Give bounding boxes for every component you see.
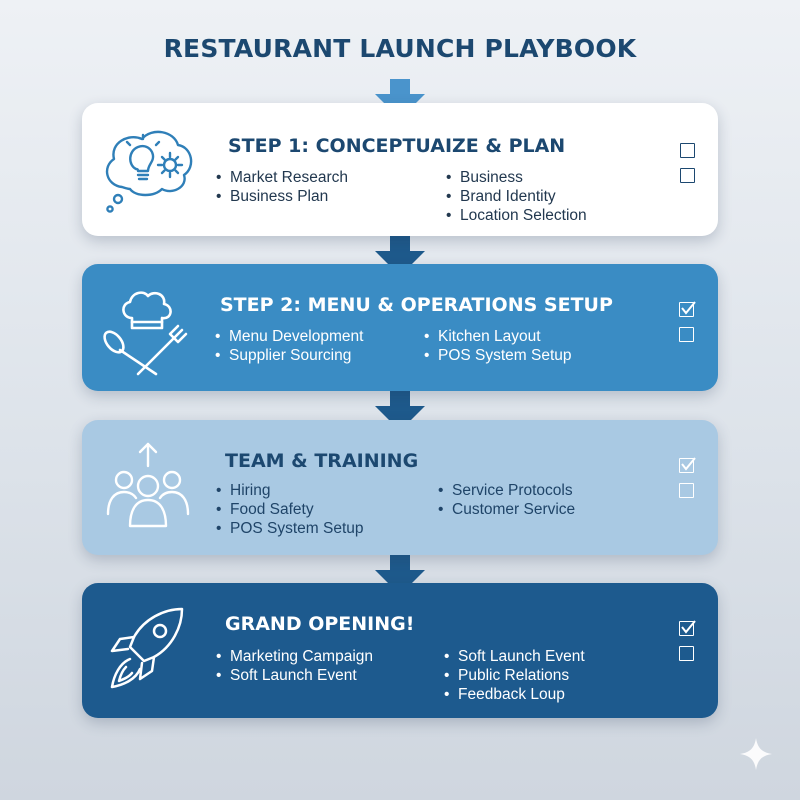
checkbox-checked[interactable] [679,457,696,473]
list-item: Location Selection [446,206,587,225]
step-items-left: Hiring Food Safety POS System Setup [216,481,364,538]
step-card-4: GRAND OPENING! Marketing Campaign Soft L… [82,583,718,718]
list-item: Feedback Loup [444,685,585,704]
checkbox-checked[interactable] [679,301,696,317]
list-item: Soft Launch Event [444,647,585,666]
step-items-right: Business Brand Identity Location Selecti… [446,168,587,225]
team-growth-icon [106,442,190,528]
list-item: Service Protocols [438,481,575,500]
sparkle-icon [740,738,772,770]
flow-arrow-icon [375,79,425,119]
step-heading: STEP 2: MENU & OPERATIONS SETUP [220,294,613,316]
list-item: Marketing Campaign [216,647,373,666]
list-item: Soft Launch Event [216,666,373,685]
list-item: POS System Setup [424,346,572,365]
step-heading: GRAND OPENING! [225,613,415,635]
step-heading: TEAM & TRAINING [225,450,419,472]
list-item: Customer Service [438,500,575,519]
chef-hat-utensils-icon [103,291,188,376]
checkbox-unchecked[interactable] [679,327,694,342]
step-card-1: STEP 1: CONCEPTUAIZE & PLAN Market Resea… [82,103,718,236]
step-items-right: Soft Launch Event Public Relations Feedb… [444,647,585,704]
rocket-icon [110,607,184,689]
step-items-left: Marketing Campaign Soft Launch Event [216,647,373,685]
list-item: Hiring [216,481,364,500]
list-item: Business [446,168,587,187]
checkbox-unchecked[interactable] [679,646,694,661]
step-heading: STEP 1: CONCEPTUAIZE & PLAN [228,135,566,157]
list-item: Menu Development [215,327,363,346]
list-item: Business Plan [216,187,348,206]
step-items-right: Service Protocols Customer Service [438,481,575,519]
list-item: POS System Setup [216,519,364,538]
step-items-left: Menu Development Supplier Sourcing [215,327,363,365]
checkbox-unchecked[interactable] [680,143,695,158]
flow-arrow-icon [375,555,425,595]
page-title: RESTAURANT LAUNCH PLAYBOOK [163,34,637,63]
list-item: Brand Identity [446,187,587,206]
list-item: Kitchen Layout [424,327,572,346]
checkbox-unchecked[interactable] [679,483,694,498]
flow-arrow-icon [375,236,425,276]
step-items-right: Kitchen Layout POS System Setup [424,327,572,365]
flow-arrow-icon [375,391,425,431]
step-card-3: TEAM & TRAINING Hiring Food Safety POS S… [82,420,718,555]
idea-lightbulb-gear-icon [105,130,193,213]
list-item: Market Research [216,168,348,187]
checkbox-checked[interactable] [679,620,696,636]
checkbox-unchecked[interactable] [680,168,695,183]
list-item: Food Safety [216,500,364,519]
list-item: Public Relations [444,666,585,685]
list-item: Supplier Sourcing [215,346,363,365]
step-items-left: Market Research Business Plan [216,168,348,206]
step-card-2: STEP 2: MENU & OPERATIONS SETUP Menu Dev… [82,264,718,391]
